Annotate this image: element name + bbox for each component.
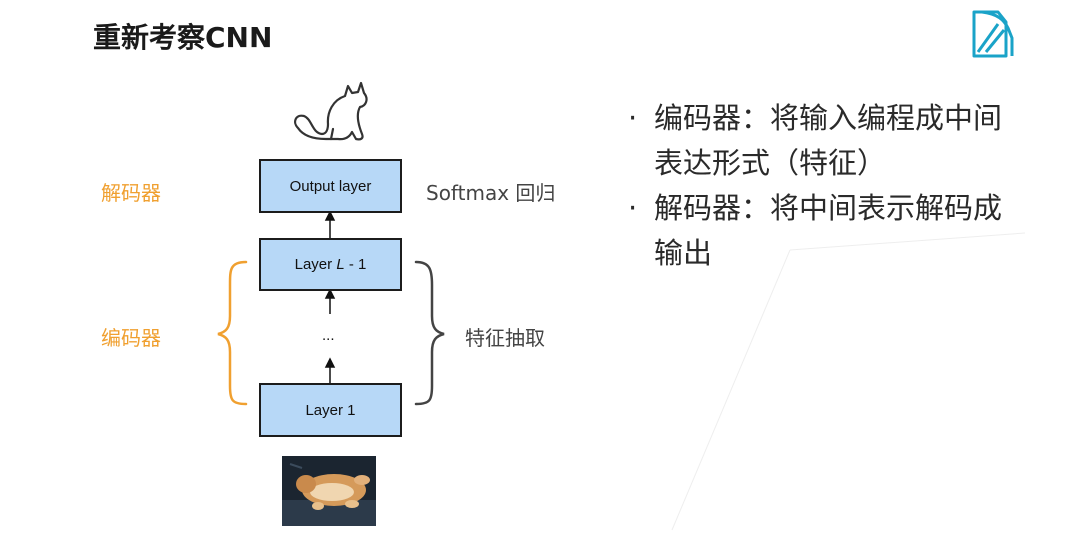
layer-l-prefix: Layer — [294, 256, 337, 273]
bullet-list: · 编码器：将输入编程成中间表达形式（特征） · 解码器：将中间表示解码成输出 — [628, 96, 1008, 276]
cat-icon — [294, 81, 368, 141]
arrow-layer1-to-dots — [324, 357, 336, 383]
input-cat-photo — [282, 456, 376, 526]
layer-1-box: Layer 1 — [259, 383, 402, 437]
slide-title: 重新考察CNN — [93, 21, 273, 54]
bullet-text-decoder: 解码器：将中间表示解码成输出 — [654, 191, 1003, 270]
bullet-dot: · — [628, 191, 638, 225]
output-layer-label: Output layer — [289, 177, 372, 195]
output-layer-box: Output layer — [259, 159, 402, 213]
ellipsis-layers: ... — [322, 327, 335, 344]
layer-1-label: Layer 1 — [305, 401, 356, 419]
layer-l-minus-1-box: Layer L - 1 — [259, 238, 402, 291]
bullet-item-encoder: · 编码器：将输入编程成中间表达形式（特征） — [628, 96, 1008, 186]
feature-extraction-label: 特征抽取 — [465, 326, 545, 350]
logo-icon — [972, 10, 1014, 58]
decoder-label: 解码器 — [101, 181, 161, 205]
bullet-dot: · — [628, 101, 638, 135]
arrow-layerL-to-output — [324, 210, 336, 238]
cat-photo-image — [282, 456, 376, 526]
bullet-item-decoder: · 解码器：将中间表示解码成输出 — [628, 186, 1008, 276]
encoder-brace — [217, 260, 248, 406]
feature-brace — [414, 260, 445, 406]
bullet-text-encoder: 编码器：将输入编程成中间表达形式（特征） — [654, 101, 1003, 180]
arrow-dots-to-layerL — [324, 288, 336, 314]
layer-l-suffix: - 1 — [344, 256, 367, 273]
layer-l-variable: L — [336, 256, 345, 273]
softmax-label: Softmax 回归 — [426, 181, 556, 205]
encoder-label: 编码器 — [101, 326, 161, 350]
